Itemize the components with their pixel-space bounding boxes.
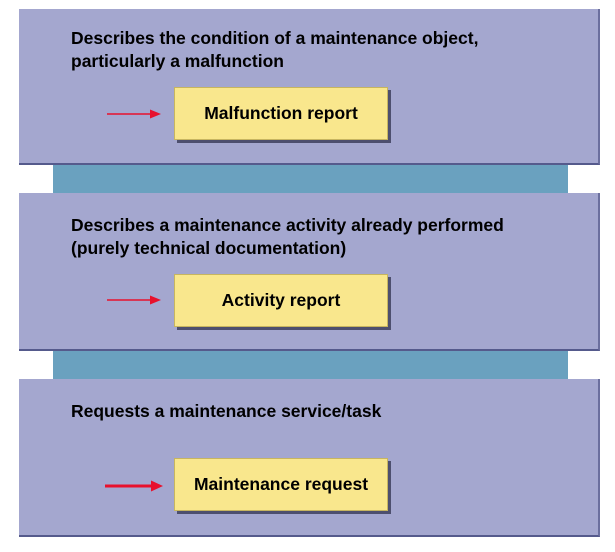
arrow-right-icon (107, 295, 161, 305)
panel-description: Describes a maintenance activity already… (71, 215, 504, 258)
arrow-right-icon (105, 480, 163, 492)
panel-description: Requests a maintenance service/task (71, 401, 382, 421)
panel-malfunction-report: Describes the condition of a maintenance… (19, 9, 600, 165)
activity-report-box: Activity report (174, 274, 388, 327)
malfunction-report-box: Malfunction report (174, 87, 388, 140)
panel-maintenance-request: Requests a maintenance service/task Main… (19, 379, 600, 537)
connector-bar (53, 351, 568, 379)
panel-activity-report: Describes a maintenance activity already… (19, 193, 600, 351)
panel-description: Describes the condition of a maintenance… (71, 28, 479, 71)
maintenance-request-box: Maintenance request (174, 458, 388, 511)
arrow-right-icon (107, 109, 161, 119)
connector-bar (53, 165, 568, 193)
